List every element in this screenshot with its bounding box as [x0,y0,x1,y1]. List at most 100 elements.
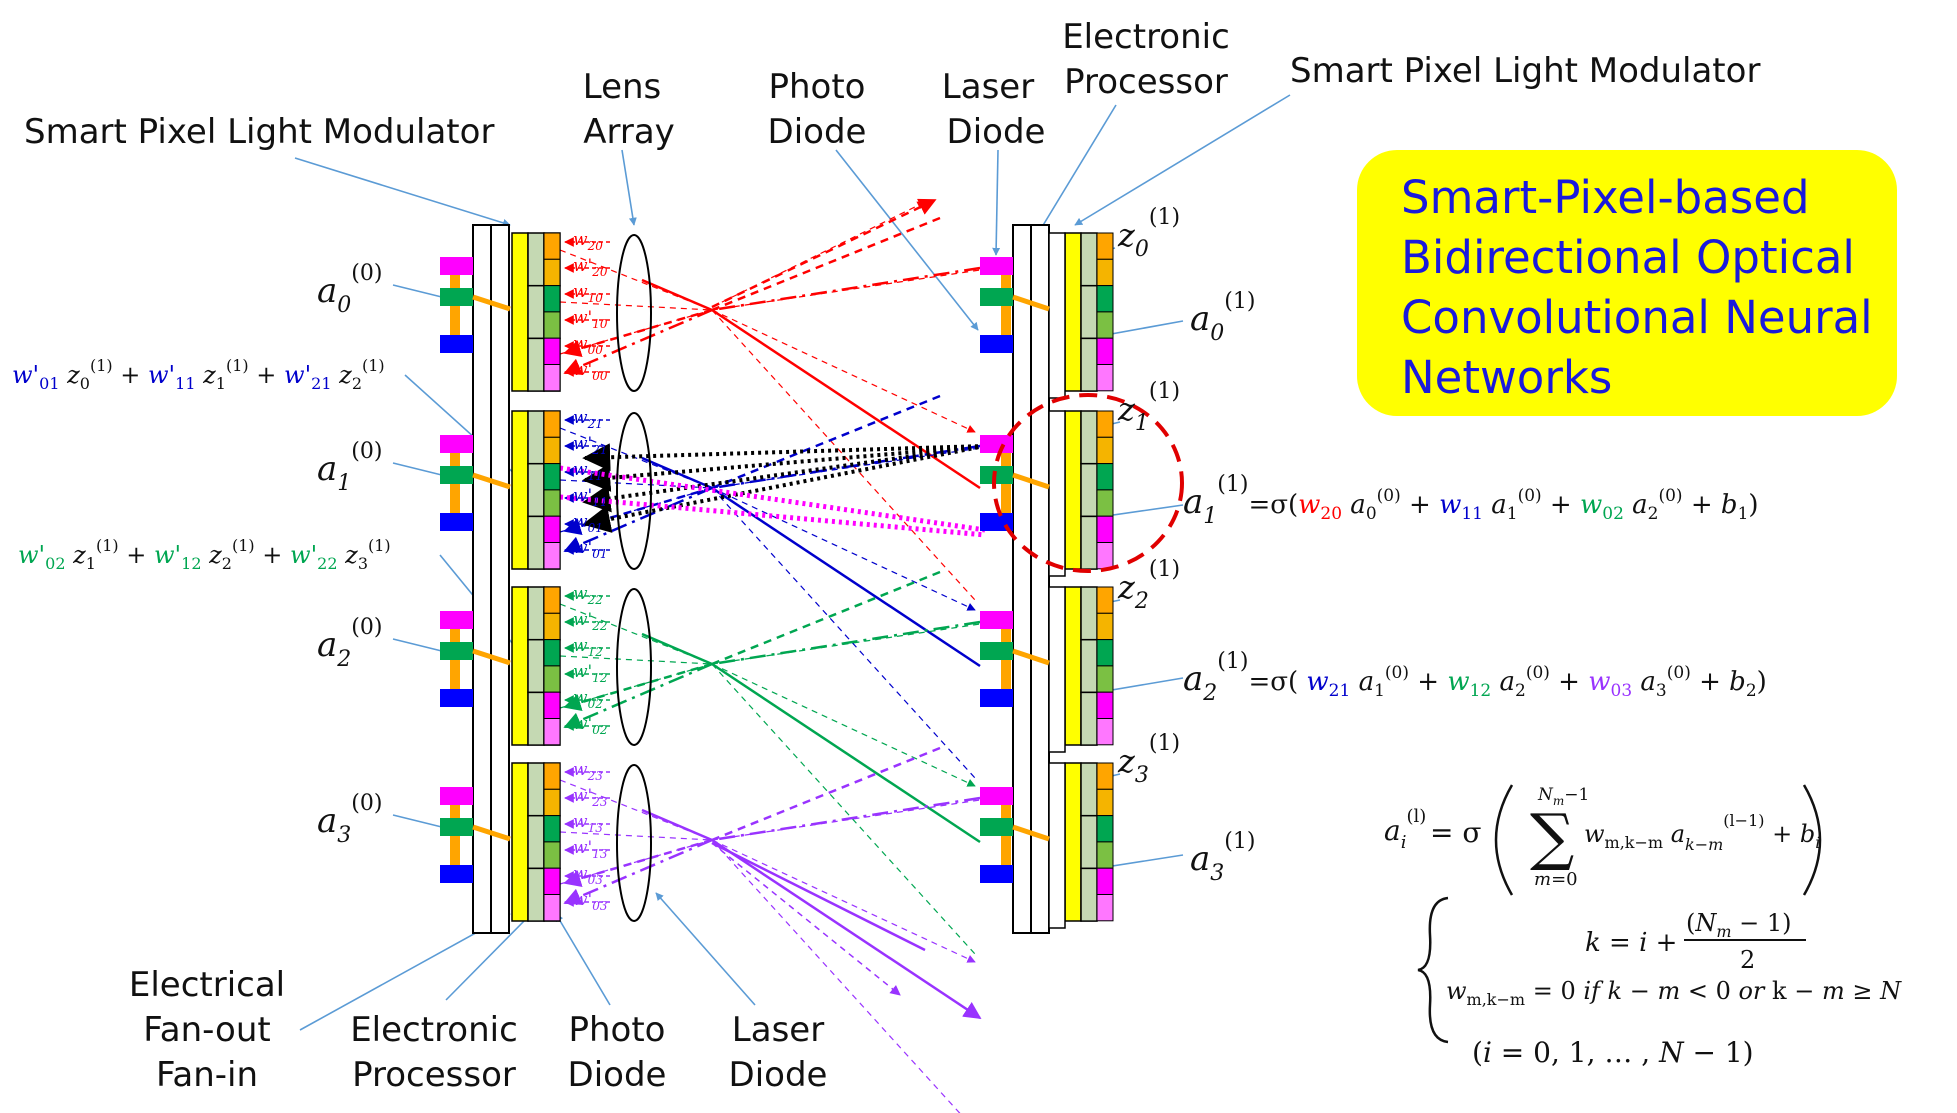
left-photodiode-pad-2 [440,689,473,707]
right-yellow-column-0 [1064,232,1082,392]
right-z-labels: z0(1) z1(1) z2(1) z3(1) [1117,205,1180,788]
left-sage-cell-3-0 [527,762,545,817]
ray-solid-out-0 [711,308,981,490]
ray-thin-in-2-1 [559,655,713,665]
ray-thin-out-b-0 [711,309,976,433]
ray-dashdot-3 [711,796,981,842]
right-color-cell-2-3 [1096,665,1114,693]
weight-label-3-4: w03 [573,864,603,887]
left-color-cell-0-0 [543,232,561,260]
label-a2-input: a2(0) [317,615,382,672]
left-color-cell-0-4 [543,337,561,366]
ray-thin-in-0-1 [559,301,713,311]
ray-dashdot-0 [711,266,981,312]
left-color-cell-1-2 [543,463,561,491]
label-a0-input: a0(0) [317,261,382,318]
callout-photodiode-bottom [555,913,611,1006]
right-sage-cell-1-1 [1080,462,1098,518]
right-color-cell-0-5 [1096,364,1114,392]
weight-label-2-3: w'12 [573,662,608,685]
general-right-paren [1802,784,1822,896]
right-sage-cell-3-1 [1080,814,1098,870]
left-photodiode-pad-0 [440,335,473,353]
condition-k: k = i + [1585,928,1677,958]
right-color-cell-3-0 [1096,762,1114,790]
right-sage-cell-0-0 [1080,232,1098,287]
label-fanout-line3: Fan-in [156,1055,258,1095]
title-line-1: Smart-Pixel-based [1401,171,1810,224]
callout-processor-bottom [445,913,532,1001]
label-laserdiode-top-line2: Diode [947,112,1046,152]
label-processor-top-line2: Processor [1064,62,1228,102]
ray-dashed-1 [711,394,941,490]
ray-dashdot-back-0 [563,308,713,375]
weight-label-0-4: w00 [573,334,603,357]
ray-dashed-back-2 [563,662,713,711]
weight-label-2-2: w12 [573,636,603,659]
right-yellow-column-1 [1064,410,1082,570]
general-sum-lower: m=0 [1534,869,1578,890]
label-laserdiode-top-line1: Laser [942,67,1034,107]
left-sage-cell-1-1 [527,462,545,518]
condition-k-denominator: 2 [1740,946,1755,974]
ray-thin-out-c-2 [711,663,976,955]
label-z3: z3(1) [1117,731,1180,788]
right-color-cell-1-0 [1096,410,1114,438]
right-color-cell-0-0 [1096,232,1114,260]
label-a3-input: a3(0) [317,791,382,848]
right-sage-cell-0-2 [1080,337,1098,392]
right-backplane-strip-0 [1048,232,1066,399]
right-sage-cell-2-2 [1080,691,1098,746]
left-sage-cell-2-1 [527,638,545,694]
right-color-cell-3-1 [1096,788,1114,817]
label-laserdiode-bottom-line2: Diode [729,1055,828,1095]
callout-spl-right [1074,94,1291,226]
left-color-cell-2-4 [543,691,561,720]
left-color-cell-3-1 [543,788,561,817]
left-color-cell-1-0 [543,410,561,438]
general-term: wm,k−m ak−m(l−1) + bi [1584,811,1820,854]
right-color-cell-2-5 [1096,718,1114,746]
callout-lines [294,94,1291,1031]
weight-label-2-4: w02 [573,688,603,711]
right-link-2 [1012,648,1050,666]
light-rays [559,198,986,1113]
left-sage-cell-0-0 [527,232,545,287]
left-photodiode-pad-1 [440,513,473,531]
label-processor-top-line1: Electronic [1062,17,1230,57]
label-a1-input: a1(0) [317,439,382,496]
right-laser-pad-2 [980,611,1013,629]
left-laser-pad-1 [440,435,473,453]
right-sage-cell-2-1 [1080,638,1098,694]
left-sage-cell-2-2 [527,691,545,746]
general-equation: ai(l) = σ Nm−1 ∑ m=0 wm,k−m ak−m(l−1) + … [1384,784,1822,896]
right-photodiode-pad-3 [980,865,1013,883]
right-sage-cell-3-0 [1080,762,1098,817]
ray-solid-out-3 [711,838,982,1020]
left-link-1 [472,472,511,490]
left-color-cell-0-5 [543,364,561,392]
weight-label-1-0: w21 [573,408,603,431]
equation-a2-output: a2(1)=σ( w21 a1(0) + w12 a2(0) + w03 a3(… [1183,649,1767,706]
right-color-cell-3-4 [1096,867,1114,896]
left-sage-cell-2-0 [527,586,545,641]
weight-label-0-3: w'10 [573,308,608,331]
left-color-cell-2-1 [543,612,561,641]
left-color-cell-1-1 [543,436,561,465]
ray-exit-bottom-purple [711,841,926,952]
left-link-0 [472,294,511,312]
left-color-cell-1-3 [543,489,561,517]
right-processor-pad-1 [980,466,1013,484]
right-link-1 [1012,472,1050,490]
right-color-cell-2-1 [1096,612,1114,641]
label-a3-output: a3(1) [1190,829,1255,886]
label-fanout-line1: Electrical [129,965,285,1005]
left-color-cell-1-4 [543,515,561,544]
general-sum-upper: Nm−1 [1537,785,1589,808]
ray-dashdot-back-1 [563,486,713,553]
title-box: Smart-Pixel-based Bidirectional Optical … [1357,150,1897,416]
general-sigma: = σ [1430,816,1481,849]
right-laser-pad-1 [980,435,1013,453]
right-sage-cell-3-2 [1080,867,1098,922]
